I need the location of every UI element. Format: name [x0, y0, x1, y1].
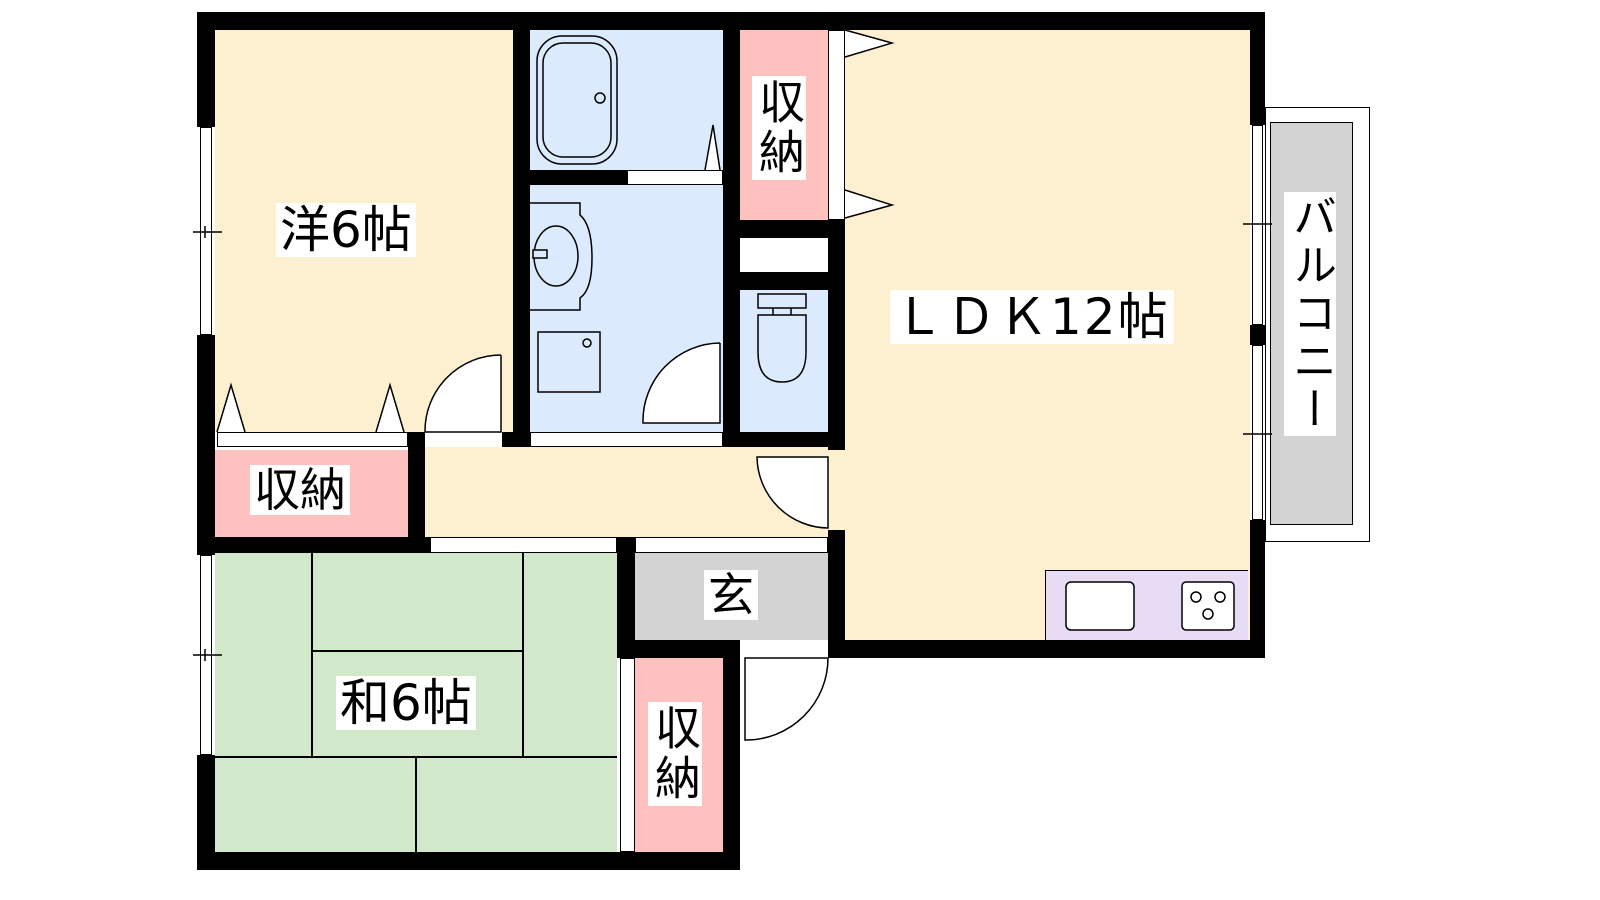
- sliding-door[interactable]: [627, 170, 723, 185]
- bathtub-icon: [536, 35, 618, 165]
- sliding-door[interactable]: [530, 432, 723, 447]
- tatami-line: [522, 553, 524, 756]
- closet-door[interactable]: [620, 658, 635, 852]
- wall: [828, 530, 845, 658]
- door-swing: [642, 342, 721, 424]
- wall: [617, 640, 740, 658]
- balcony-floor: [1270, 122, 1353, 525]
- wall: [1250, 520, 1265, 658]
- kitchen-sink-icon: [1065, 581, 1135, 631]
- closet-door[interactable]: [217, 432, 408, 447]
- wall: [723, 640, 740, 870]
- wall: [197, 12, 1265, 30]
- wall: [530, 170, 627, 185]
- closet-door[interactable]: [828, 30, 845, 220]
- window[interactable]: [1252, 345, 1263, 520]
- closet-marker: [844, 29, 895, 219]
- wall: [197, 12, 215, 127]
- tatami-line: [415, 756, 417, 852]
- door-swing: [744, 657, 829, 741]
- closet-marker: [216, 382, 405, 433]
- door-swing: [424, 354, 502, 433]
- toilet-icon: [757, 293, 807, 383]
- wall-box: [740, 238, 828, 272]
- tatami-line: [311, 553, 313, 756]
- sliding-door[interactable]: [430, 537, 617, 553]
- balcony-label: バルコニー: [1284, 192, 1336, 436]
- shoe-closet-door[interactable]: [635, 537, 828, 553]
- bathroom: [530, 30, 723, 170]
- window[interactable]: [1252, 125, 1263, 325]
- wall: [1250, 325, 1265, 345]
- wall: [828, 640, 1265, 658]
- wall: [197, 852, 740, 870]
- wall: [513, 30, 530, 447]
- door-swing: [756, 456, 829, 529]
- wall: [723, 432, 845, 447]
- tatami-line: [311, 650, 523, 652]
- wall: [408, 432, 425, 553]
- japanese-room-label: 和6帖: [336, 676, 476, 730]
- wall: [197, 755, 215, 870]
- storage-bottom-label: 収納: [648, 702, 702, 806]
- western-room-label: 洋6帖: [276, 203, 416, 257]
- wall: [723, 30, 740, 447]
- wall: [1250, 12, 1265, 125]
- wall: [617, 537, 635, 658]
- wall: [740, 220, 845, 238]
- stove-icon: [1181, 581, 1235, 631]
- wall: [740, 272, 845, 290]
- washing-machine-icon: [537, 331, 601, 393]
- wall: [197, 537, 430, 553]
- sink-icon: [530, 202, 593, 311]
- storage-left-label: 収納: [250, 465, 350, 515]
- storage-top-label: 収納: [752, 76, 806, 180]
- wall: [828, 220, 845, 450]
- wall: [197, 335, 215, 555]
- ldk-label: ＬＤＫ12帖: [890, 290, 1174, 344]
- entrance-label: 玄: [704, 570, 758, 620]
- wall: [502, 432, 530, 447]
- window[interactable]: [200, 127, 212, 335]
- toilet-room: [740, 290, 828, 432]
